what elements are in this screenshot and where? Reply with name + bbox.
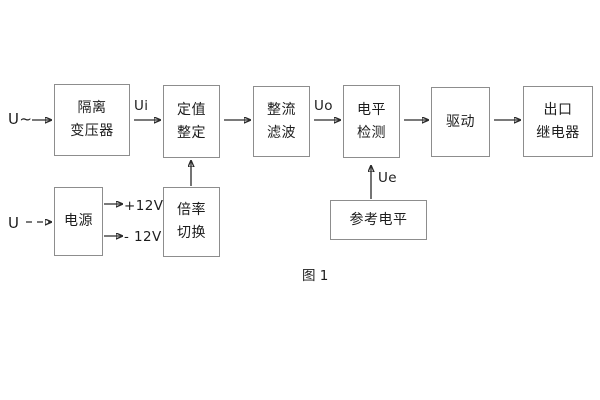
block-isolation-transformer-line1: 隔离 <box>77 100 107 117</box>
block-level-detection-line2: 检测 <box>357 124 386 141</box>
label-ue: Ue <box>378 170 397 186</box>
block-setpoint-setting: 定值 整定 <box>163 85 220 158</box>
block-output-relay-line2: 继电器 <box>536 124 580 141</box>
block-level-detection-line1: 电平 <box>357 101 386 118</box>
label-input-dc: U <box>8 214 20 232</box>
label-input-ac: U~ <box>8 110 33 128</box>
block-reference-level-line1: 参考电平 <box>349 211 408 228</box>
block-power-supply: 电源 <box>54 187 103 256</box>
block-power-supply-line1: 电源 <box>64 213 93 230</box>
block-drive: 驱动 <box>431 87 490 157</box>
block-rectify-filter-line1: 整流 <box>267 101 296 118</box>
label-rail-positive: +12V <box>124 198 164 214</box>
block-rectify-filter: 整流 滤波 <box>253 86 310 157</box>
block-multiplier-switch: 倍率 切换 <box>163 187 220 257</box>
label-uo: Uo <box>314 98 333 114</box>
block-setpoint-setting-line1: 定值 <box>177 101 206 118</box>
block-reference-level: 参考电平 <box>330 200 427 240</box>
label-ui: Ui <box>134 98 149 114</box>
block-isolation-transformer: 隔离 变压器 <box>54 84 130 156</box>
block-multiplier-switch-line1: 倍率 <box>177 202 206 219</box>
block-output-relay-line1: 出口 <box>543 101 573 118</box>
label-rail-negative: - 12V <box>124 229 162 245</box>
block-rectify-filter-line2: 滤波 <box>267 124 296 141</box>
block-isolation-transformer-line2: 变压器 <box>70 123 114 139</box>
block-output-relay: 出口 继电器 <box>523 86 593 157</box>
block-multiplier-switch-line2: 切换 <box>177 225 206 241</box>
figure-caption: 图 1 <box>302 268 329 284</box>
block-level-detection: 电平 检测 <box>343 85 400 158</box>
block-setpoint-setting-line2: 整定 <box>177 124 206 141</box>
block-drive-line1: 驱动 <box>446 113 475 130</box>
